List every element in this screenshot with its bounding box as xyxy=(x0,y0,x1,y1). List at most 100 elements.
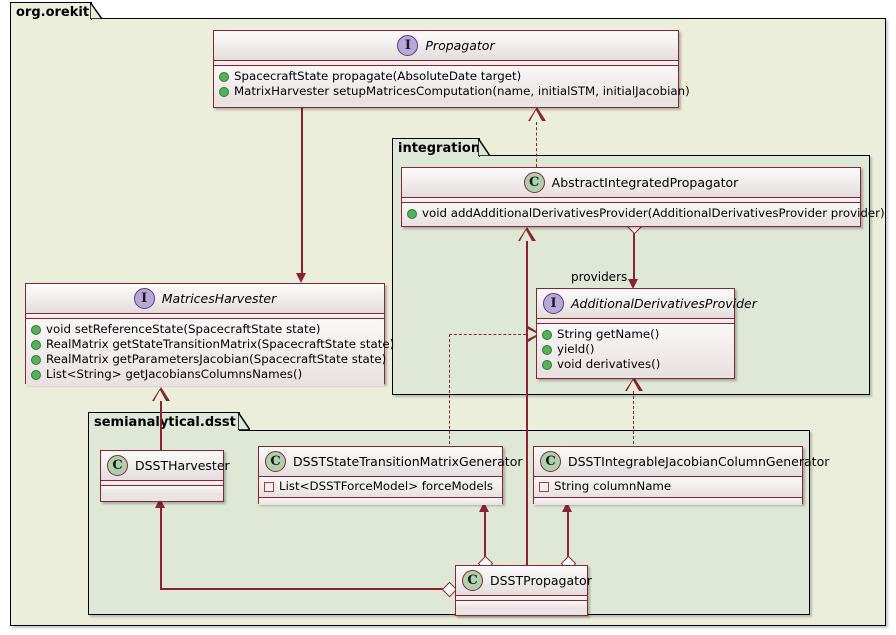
edge-abstract-integrated-propagator-to-propagator xyxy=(536,122,537,167)
node-propagator-header: I Propagator xyxy=(214,31,678,61)
public-visibility-icon xyxy=(31,369,41,380)
edge-dsst-stm-generator-to-provider-vertical xyxy=(449,334,450,444)
node-additional-derivatives-provider-methods-compartment: String getName() yield() void derivative… xyxy=(537,324,734,376)
private-visibility-icon xyxy=(264,481,274,492)
package-tab-fold-icon xyxy=(238,411,250,430)
class-icon: C xyxy=(265,451,286,472)
node-dsst-state-transition-matrix-generator-methods-compartment xyxy=(259,498,502,505)
member-row: List<String> getJacobiansColumnsNames() xyxy=(31,367,379,382)
node-propagator[interactable]: I Propagator SpacecraftState propagate(A… xyxy=(213,30,690,108)
node-dsst-propagator[interactable]: C DSSTPropagator xyxy=(455,565,592,616)
package-tab-fold-icon xyxy=(90,1,102,19)
class-icon: C xyxy=(107,455,128,476)
node-dsst-state-transition-matrix-generator[interactable]: C DSSTStateTransitionMatrixGenerator Lis… xyxy=(258,446,523,505)
class-icon: C xyxy=(523,172,545,193)
member-row: String columnName xyxy=(539,479,797,494)
node-additional-derivatives-provider-header: I AdditionalDerivativesProvider xyxy=(537,289,757,319)
class-icon: C xyxy=(462,570,483,591)
node-dsst-harvester-methods-compartment xyxy=(101,486,223,495)
edge-dsst-harvester-to-matrices-harvester xyxy=(160,401,162,451)
member-row: String getName() xyxy=(542,327,729,342)
edge-dsst-propagator-to-jacobian-generator xyxy=(567,512,569,564)
node-additional-derivatives-provider[interactable]: I AdditionalDerivativesProvider String g… xyxy=(536,288,757,379)
arrowhead-propagator-to-matrices-harvester xyxy=(296,273,307,283)
node-abstract-integrated-propagator[interactable]: C AbstractIntegratedPropagator void addA… xyxy=(401,167,885,227)
node-dsst-state-transition-matrix-generator-header: C DSSTStateTransitionMatrixGenerator xyxy=(259,447,523,477)
class-icon: C xyxy=(540,451,561,472)
member-row: RealMatrix getParametersJacobian(Spacecr… xyxy=(31,352,386,367)
edge-dsst-propagator-to-harvester-horizontal xyxy=(160,588,448,590)
member-text: void addAdditionalDerivativesProvider(Ad… xyxy=(422,206,885,220)
arrowhead-dsst-jacobian-generator-to-provider xyxy=(624,377,643,391)
node-dsst-propagator-methods-compartment xyxy=(456,601,587,609)
node-dsst-integrable-jacobian-column-generator-name: DSSTIntegrableJacobianColumnGenerator xyxy=(568,454,830,469)
member-text: void derivatives() xyxy=(557,357,661,371)
node-matrices-harvester-attributes-compartment xyxy=(26,314,384,319)
public-visibility-icon xyxy=(542,359,552,370)
node-dsst-harvester-name: DSSTHarvester xyxy=(135,458,230,473)
edge-dsst-stm-generator-to-provider-horizontal xyxy=(449,334,531,335)
node-abstract-integrated-propagator-header: C AbstractIntegratedPropagator xyxy=(402,168,860,198)
node-additional-derivatives-provider-attributes-compartment xyxy=(537,319,734,324)
public-visibility-icon xyxy=(542,344,552,355)
member-row: void addAdditionalDerivativesProvider(Ad… xyxy=(407,206,885,221)
node-matrices-harvester[interactable]: I MatricesHarvester void setReferenceSta… xyxy=(25,283,394,386)
node-dsst-propagator-name: DSSTPropagator xyxy=(490,573,592,588)
public-visibility-icon xyxy=(31,324,41,335)
package-tab-fold-icon xyxy=(478,137,490,156)
node-propagator-attributes-compartment xyxy=(214,61,678,66)
member-text: String getName() xyxy=(557,327,660,341)
node-matrices-harvester-name: MatricesHarvester xyxy=(161,291,277,306)
package-semianalytical-dsst-label: semianalytical.dsst xyxy=(94,415,236,430)
interface-icon: I xyxy=(543,293,564,314)
node-dsst-harvester-header: C DSSTHarvester xyxy=(101,451,230,481)
node-matrices-harvester-header: I MatricesHarvester xyxy=(26,284,384,314)
edge-propagator-to-matrices-harvester xyxy=(301,107,303,275)
node-dsst-integrable-jacobian-column-generator-methods-compartment xyxy=(534,498,802,505)
node-propagator-name: Propagator xyxy=(425,38,495,53)
node-matrices-harvester-methods-compartment: void setReferenceState(SpacecraftState s… xyxy=(26,319,394,386)
interface-icon: I xyxy=(397,35,419,56)
package-org-orekit-label: org.orekit xyxy=(16,5,90,20)
member-row: void derivatives() xyxy=(542,357,729,372)
public-visibility-icon xyxy=(542,329,552,340)
node-dsst-state-transition-matrix-generator-attributes-compartment: List<DSSTForceModel> forceModels xyxy=(259,477,502,498)
edge-abstract-integrated-propagator-to-providers xyxy=(633,227,635,285)
public-visibility-icon xyxy=(31,339,41,350)
package-integration-label: integration xyxy=(398,141,481,156)
member-row: void setReferenceState(SpacecraftState s… xyxy=(31,322,379,337)
edge-dsst-propagator-to-stm-generator xyxy=(484,512,486,564)
node-dsst-integrable-jacobian-column-generator-attributes-compartment: String columnName xyxy=(534,477,802,498)
arrowhead-dsst-propagator-to-abstract-integrated-propagator xyxy=(517,227,536,241)
member-text: RealMatrix getStateTransitionMatrix(Spac… xyxy=(46,337,395,351)
member-text: void setReferenceState(SpacecraftState s… xyxy=(46,322,321,336)
package-integration-tab: integration xyxy=(392,137,490,157)
node-dsst-integrable-jacobian-column-generator[interactable]: C DSSTIntegrableJacobianColumnGenerator … xyxy=(533,446,829,505)
edge-dsst-propagator-to-harvester-vertical xyxy=(160,508,162,589)
member-text: SpacecraftState propagate(AbsoluteDate t… xyxy=(234,69,522,83)
arrowhead-providers xyxy=(628,279,639,289)
member-text: List<String> getJacobiansColumnsNames() xyxy=(46,367,303,381)
member-text: RealMatrix getParametersJacobian(Spacecr… xyxy=(46,352,387,366)
node-dsst-propagator-header: C DSSTPropagator xyxy=(456,566,592,596)
edge-dsst-propagator-to-abstract-integrated-propagator xyxy=(526,241,528,570)
arrowhead-abstract-integrated-propagator-to-propagator xyxy=(527,107,546,121)
package-org-orekit-tab: org.orekit xyxy=(10,1,102,20)
node-dsst-state-transition-matrix-generator-name: DSSTStateTransitionMatrixGenerator xyxy=(293,454,523,469)
interface-icon: I xyxy=(133,288,155,309)
member-text: String columnName xyxy=(554,479,672,493)
node-propagator-methods-compartment: SpacecraftState propagate(AbsoluteDate t… xyxy=(214,66,690,103)
node-abstract-integrated-propagator-attributes-compartment xyxy=(402,198,860,203)
public-visibility-icon xyxy=(31,354,41,365)
package-semianalytical-dsst-tab: semianalytical.dsst xyxy=(88,411,250,431)
node-dsst-integrable-jacobian-column-generator-header: C DSSTIntegrableJacobianColumnGenerator xyxy=(534,447,829,477)
member-row: yield() xyxy=(542,342,729,357)
node-dsst-propagator-attributes-compartment xyxy=(456,596,587,601)
node-abstract-integrated-propagator-name: AbstractIntegratedPropagator xyxy=(551,175,739,190)
node-dsst-harvester-attributes-compartment xyxy=(101,481,223,486)
node-dsst-harvester[interactable]: C DSSTHarvester xyxy=(100,450,230,502)
member-row: MatrixHarvester setupMatricesComputation… xyxy=(219,84,690,99)
edge-label-providers: providers xyxy=(571,270,628,284)
arrowhead-dsst-harvester-to-matrices-harvester xyxy=(151,387,170,401)
